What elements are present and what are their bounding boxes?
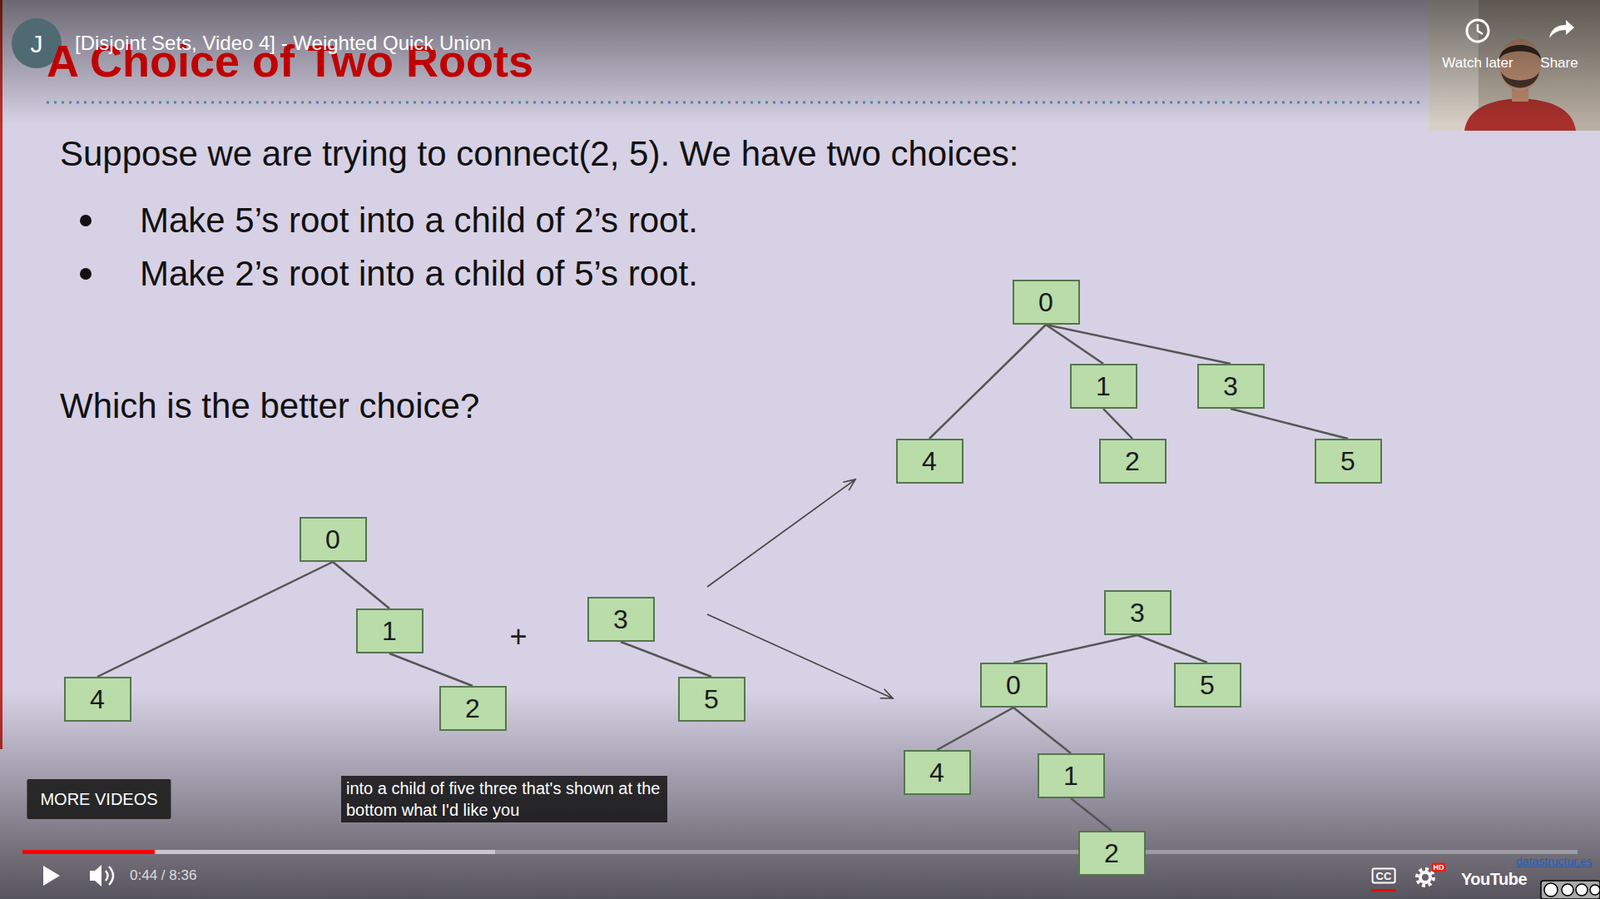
tree-node-box: 2 — [1099, 438, 1167, 484]
bullet-dot — [79, 267, 92, 280]
share-label: Share — [1540, 55, 1578, 72]
tree-edge — [1103, 408, 1133, 439]
node-number: 1 — [381, 617, 397, 644]
tree-edge — [1045, 324, 1231, 364]
choice-arrowhead — [842, 479, 856, 491]
tree-node-box: 1 — [356, 608, 424, 654]
tree-node-box: 5 — [678, 676, 746, 722]
tree-edge — [936, 707, 1014, 750]
video-title: [Disjoint Sets, Video 4] - Weighted Quic… — [74, 32, 492, 55]
tree-node-box: 0 — [299, 516, 367, 562]
watermark-link: datastructur.es — [1515, 855, 1593, 867]
settings-gear — [1420, 871, 1431, 882]
body-text: Suppose we are trying to connect(2, 5). … — [59, 136, 1020, 172]
tree-edge — [1013, 634, 1138, 663]
node-number: 0 — [1038, 288, 1054, 316]
tree-node-box: 3 — [1197, 363, 1265, 409]
node-number: 2 — [1124, 447, 1140, 475]
cc-underline — [1371, 888, 1397, 892]
tree-edge — [1013, 707, 1071, 753]
node-number: 3 — [613, 605, 629, 633]
node-number: 1 — [1063, 762, 1079, 789]
youtube-logo: YouTube — [1461, 870, 1527, 887]
tree-node-box: 5 — [1314, 438, 1383, 484]
node-number: 2 — [465, 694, 481, 722]
tree-edge — [620, 641, 712, 677]
caption-text: into a child of five three that's shown … — [341, 775, 668, 823]
node-number: 1 — [1095, 372, 1111, 400]
more-videos-button: MORE VIDEOS — [26, 778, 171, 819]
progress-played — [22, 849, 155, 854]
tree-edge — [97, 561, 333, 677]
choice-arrow — [707, 479, 856, 587]
node-number: 0 — [1005, 671, 1021, 699]
tree-node-box: 3 — [1104, 589, 1172, 635]
license-icon — [1590, 884, 1600, 895]
bullet-dot — [79, 214, 92, 227]
tree-node-box: 0 — [980, 662, 1048, 708]
share-icon — [1549, 19, 1575, 39]
tree-node-box: 1 — [1037, 752, 1105, 798]
tree-edge — [1070, 797, 1112, 831]
settings-teeth — [1416, 868, 1434, 886]
progress-track — [22, 849, 1578, 854]
plus-sign: + — [509, 619, 527, 654]
tree-node-box: 5 — [1173, 662, 1242, 708]
bottom-shade — [0, 690, 1600, 899]
progress-buffered — [22, 849, 496, 854]
node-number: 3 — [1223, 372, 1239, 400]
question-text: Which is the better choice? — [59, 388, 480, 424]
node-number: 2 — [1104, 839, 1120, 867]
license-icon — [1544, 882, 1558, 897]
time-display: 0:44 / 8:36 — [129, 867, 197, 884]
tree-edge — [1230, 408, 1348, 439]
top-shade — [0, 0, 1600, 125]
node-number: 4 — [921, 447, 937, 475]
tree-node-box: 1 — [1069, 363, 1138, 409]
watch-later-label: Watch later — [1441, 55, 1513, 72]
tree-node-box: 0 — [1012, 279, 1080, 325]
tree-node-box: 4 — [896, 438, 964, 484]
node-number: 5 — [703, 685, 719, 713]
tree-edge — [332, 561, 390, 609]
license-icon — [1575, 883, 1588, 896]
node-number: 4 — [929, 758, 945, 786]
tree-node-box: 2 — [439, 685, 507, 731]
tree-edge — [1137, 634, 1208, 663]
node-number: 3 — [1129, 599, 1145, 626]
play-icon — [43, 865, 60, 886]
hd-badge: HD — [1431, 862, 1447, 872]
clock-icon — [1466, 19, 1489, 42]
license-icon — [1561, 883, 1574, 896]
node-number: 5 — [1199, 671, 1215, 699]
tree-edge — [389, 653, 473, 686]
bullet-text: Make 5’s root into a child of 2’s root. — [139, 203, 699, 238]
clock-hands — [1477, 24, 1483, 35]
node-number: 0 — [325, 525, 341, 553]
license-badge — [1540, 880, 1600, 899]
tree-node-box: 4 — [903, 749, 971, 795]
bullet-text: Make 2’s root into a child of 5’s root. — [139, 256, 699, 292]
avatar-letter: J — [30, 29, 44, 58]
cc-button: CC — [1372, 867, 1397, 884]
volume-waves — [105, 866, 114, 885]
node-number: 4 — [89, 685, 105, 713]
volume-icon — [89, 864, 102, 887]
tree-edge — [929, 324, 1046, 439]
tree-node-box: 4 — [64, 676, 132, 722]
tree-node-box: 3 — [587, 596, 655, 642]
tree-node-box: 2 — [1078, 830, 1146, 876]
node-number: 5 — [1340, 447, 1356, 475]
